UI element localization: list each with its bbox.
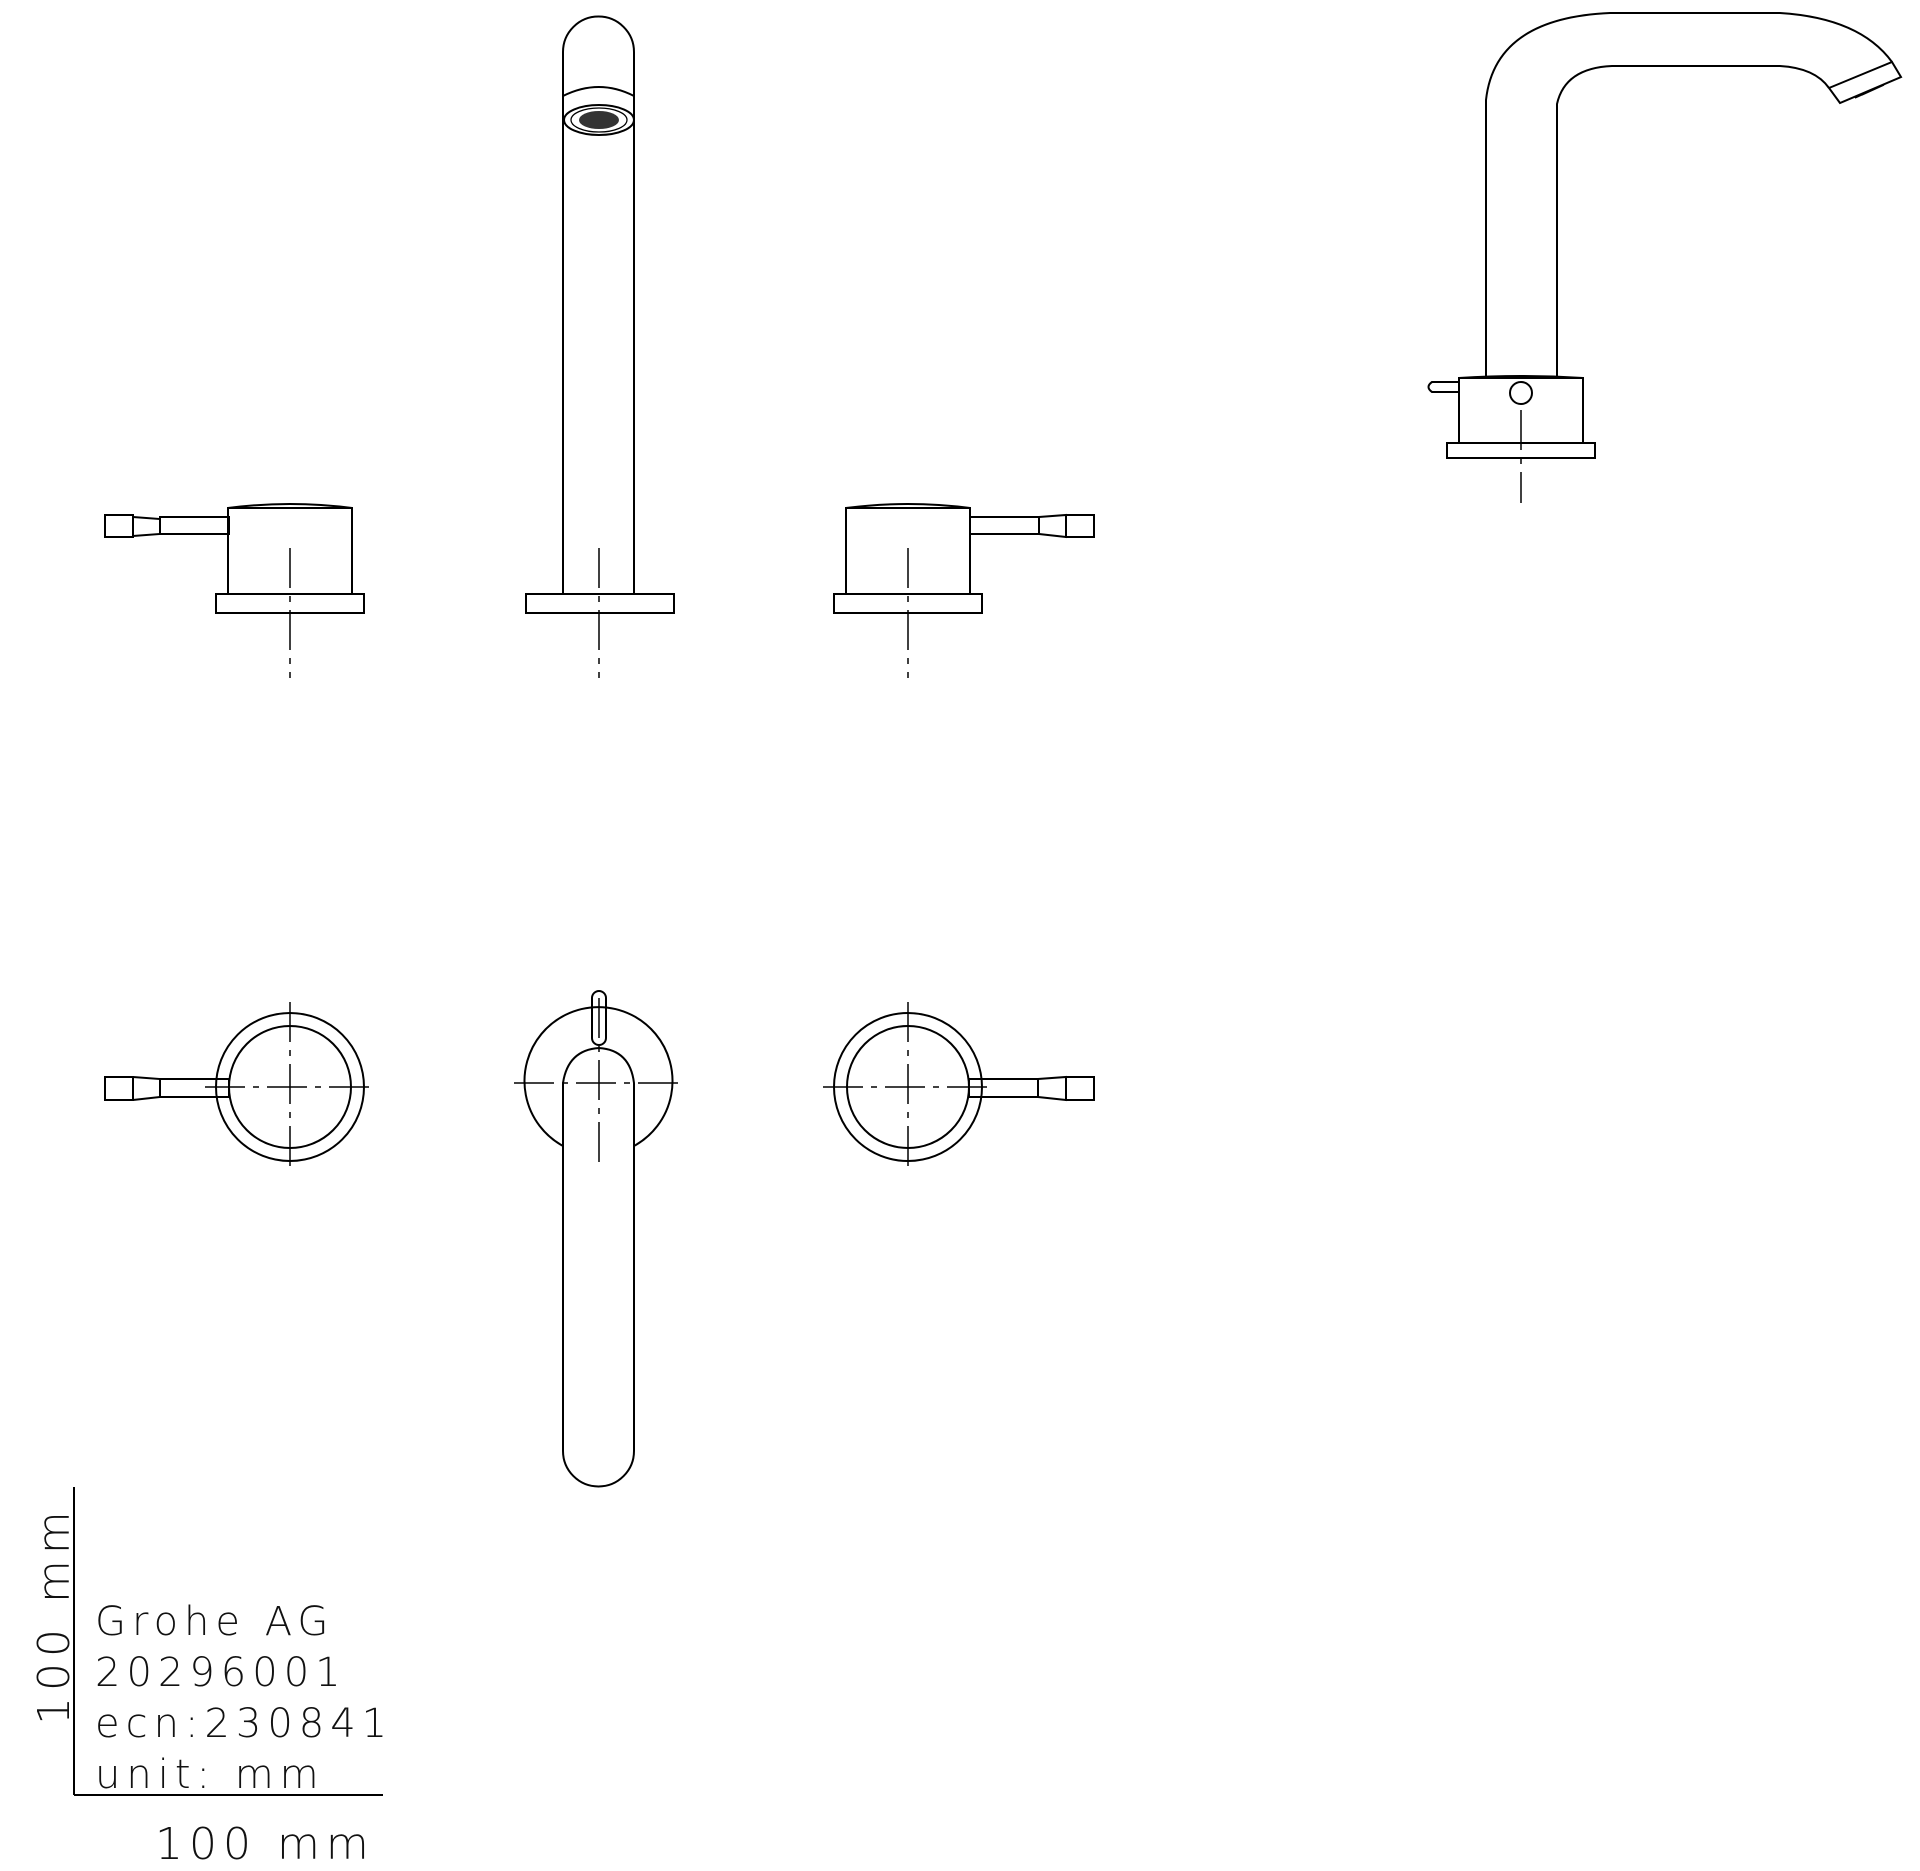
side-view-spout — [1427, 12, 1903, 503]
front-view-right-handle — [833, 503, 1095, 678]
scale-vertical-label: 100 mm — [29, 1505, 80, 1725]
scale-bar — [73, 1487, 383, 1796]
article-number: 20296001 — [95, 1650, 347, 1696]
company-name: Grohe AG — [95, 1599, 335, 1645]
top-view-left-handle — [104, 1002, 375, 1172]
front-view-left-handle — [104, 503, 365, 678]
front-view-spout — [525, 15, 675, 678]
unit-label: unit: mm — [95, 1752, 325, 1798]
scale-horizontal-label: 100 mm — [155, 1819, 375, 1870]
top-view-right-handle — [823, 1002, 1095, 1172]
top-view-spout — [514, 990, 684, 1488]
ecn-number: ecn:230841 — [95, 1701, 394, 1747]
